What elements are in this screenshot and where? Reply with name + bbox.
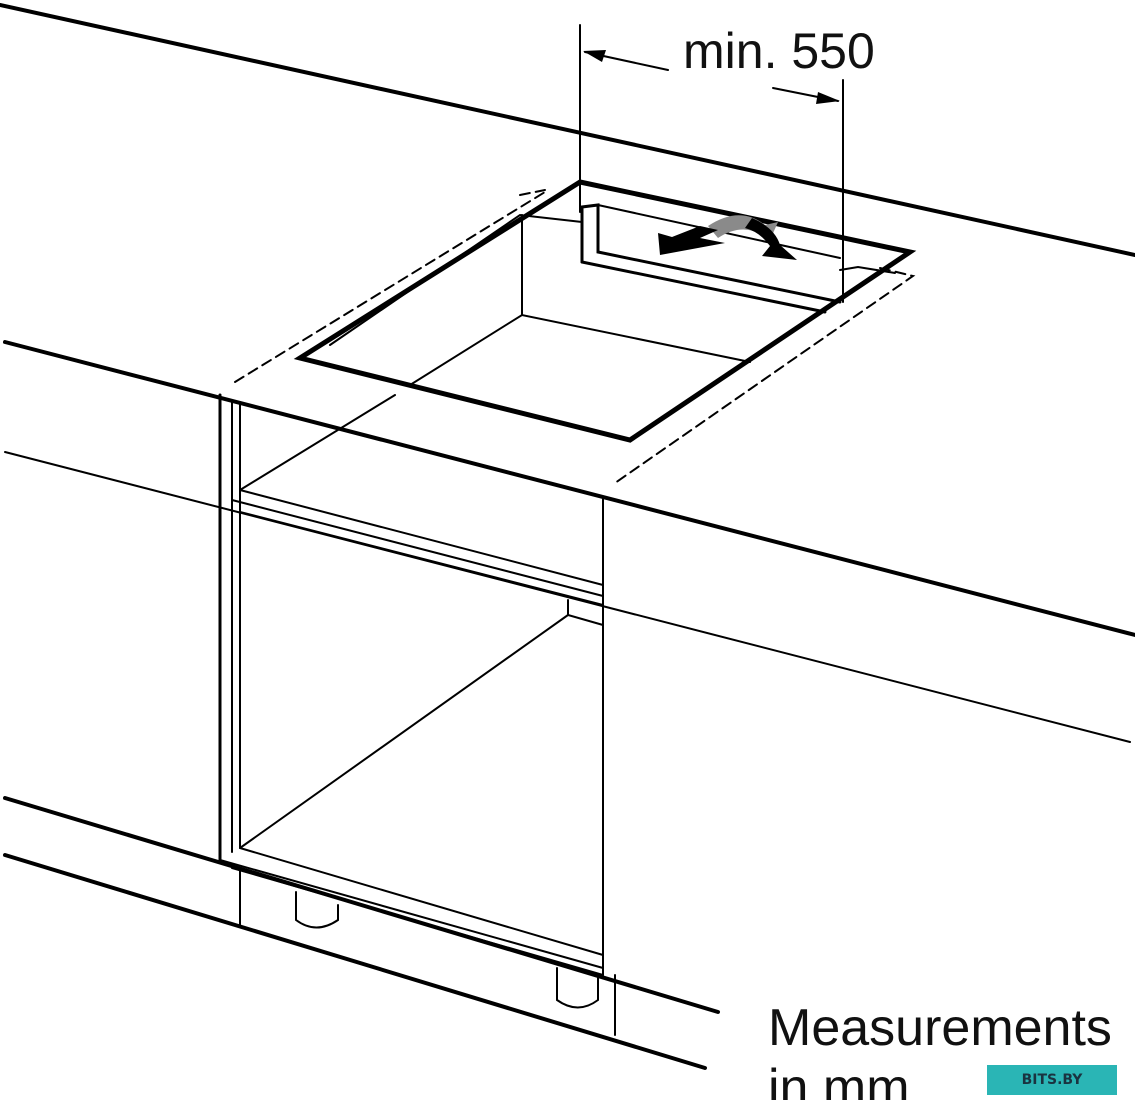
dimension-label: min. 550 xyxy=(683,23,875,79)
hob-outline-dashed xyxy=(614,267,916,484)
countertop-front-bottom-edge xyxy=(4,451,1131,743)
cabinet-floor-diagonal xyxy=(239,614,569,849)
cabinet-rail-top xyxy=(239,489,604,586)
cabinet-foot xyxy=(295,891,339,929)
cabinet-foot xyxy=(556,967,599,1009)
dimension-arrowhead-right xyxy=(816,92,840,104)
measurements-note: Measurements in mm xyxy=(768,999,1112,1100)
cabinet-base-bottom xyxy=(231,867,604,976)
cutout-inner-back xyxy=(329,213,583,346)
cabinet-rail-bottom xyxy=(239,511,604,606)
cabinet-top-shelf xyxy=(239,394,396,491)
hob-outline-dashed xyxy=(234,191,546,383)
plinth-bottom-line xyxy=(3,853,707,1070)
airflow-arrow-in-icon xyxy=(658,226,725,255)
airflow-arrow-out-icon xyxy=(745,218,797,260)
cabinet-base-top xyxy=(239,847,604,956)
countertop-back-edge xyxy=(0,3,1135,257)
countertop-front-top-edge xyxy=(3,340,1135,637)
airflow-arrow-back-icon xyxy=(708,215,778,240)
watermark: BITS.BY xyxy=(987,1065,1117,1095)
dimension-arrowhead-left xyxy=(583,50,606,62)
hob-outline-dashed xyxy=(519,189,546,196)
vent-bar-front xyxy=(580,260,827,314)
cabinet-base-mid xyxy=(219,859,604,969)
cabinet-rail-mid xyxy=(231,499,604,597)
hob-cutout xyxy=(293,179,917,443)
vent-bar-right xyxy=(839,265,896,274)
cutout-inner-floor xyxy=(409,313,751,386)
